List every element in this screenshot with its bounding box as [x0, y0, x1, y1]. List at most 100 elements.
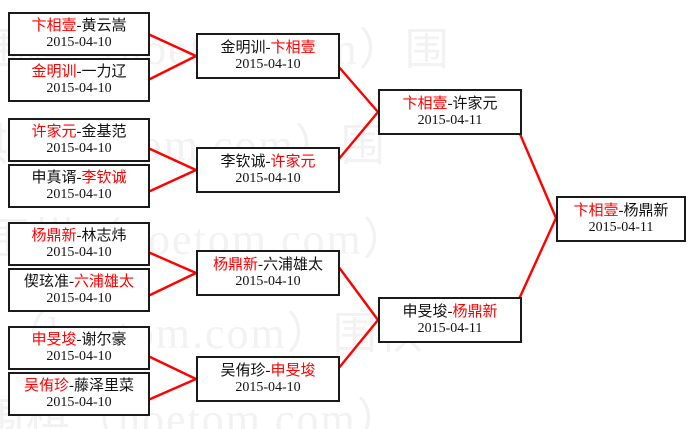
match-players: 杨鼎新-林志炜	[31, 228, 126, 245]
match-date: 2015-04-10	[46, 244, 112, 260]
match-players: 申旻埈-杨鼎新	[402, 304, 497, 321]
match-date: 2015-04-10	[46, 394, 112, 410]
player-separator: -	[258, 256, 263, 273]
connector-group-round1	[146, 32, 198, 402]
connector-r2m1-to-sf1	[336, 64, 380, 114]
player-winner: 金明训	[31, 63, 77, 80]
player-separator: -	[265, 153, 271, 170]
match-date: 2015-04-10	[46, 348, 112, 364]
player-separator: -	[76, 227, 82, 244]
match-players: 卞相壹-黄云嵩	[31, 18, 126, 35]
match-box-r2m4[interactable]: 吴侑珍-申旻埈 2015-04-10	[196, 356, 340, 402]
match-date: 2015-04-10	[235, 170, 301, 186]
player-loser: 吴侑珍	[220, 362, 266, 379]
match-box-r1m4[interactable]: 申真谞-李钦诚 2015-04-10	[8, 164, 150, 208]
match-box-r1m7[interactable]: 申旻埈-谢尔豪 2015-04-10	[8, 326, 150, 370]
connector-r1m7-to-r2m4	[146, 354, 198, 381]
connector-r1m4-to-r2m2	[146, 168, 198, 194]
match-date: 2015-04-11	[417, 320, 483, 336]
player-loser: 一力辽	[81, 63, 127, 80]
player-winner: 六浦雄太	[74, 273, 135, 290]
player-winner: 许家元	[270, 153, 316, 170]
player-winner: 李钦诚	[81, 169, 127, 186]
match-box-r1m3[interactable]: 许家元-金基范 2015-04-10	[8, 118, 150, 162]
match-box-sf2[interactable]: 申旻埈-杨鼎新 2015-04-11	[378, 297, 522, 343]
match-box-r1m1[interactable]: 卞相壹-黄云嵩 2015-04-10	[8, 12, 150, 56]
match-players: 许家元-金基范	[31, 124, 126, 141]
player-loser: 六浦雄太	[263, 256, 324, 273]
match-date: 2015-04-10	[235, 379, 301, 395]
player-loser: 谢尔豪	[81, 331, 127, 348]
match-date: 2015-04-11	[417, 112, 483, 128]
match-players: 卞相壹-许家元	[402, 96, 497, 113]
player-loser: 藤泽里菜	[74, 377, 135, 394]
player-separator: -	[265, 39, 271, 56]
connector-r1m2-to-r2m1	[146, 54, 198, 82]
match-players: 李钦诚-许家元	[220, 154, 315, 171]
player-loser: 许家元	[452, 95, 498, 112]
player-loser: 偰玹准	[23, 273, 69, 290]
match-box-r2m2[interactable]: 李钦诚-许家元 2015-04-10	[196, 147, 340, 193]
player-winner: 杨鼎新	[212, 256, 258, 273]
connector-group-semifinal	[512, 118, 558, 312]
match-date: 2015-04-10	[235, 56, 301, 72]
player-loser: 李钦诚	[220, 153, 266, 170]
match-date: 2015-04-11	[588, 219, 654, 235]
player-winner: 杨鼎新	[452, 303, 498, 320]
player-winner: 申旻埈	[31, 331, 77, 348]
match-box-r1m6[interactable]: 偰玹准-六浦雄太 2015-04-10	[8, 268, 150, 312]
player-loser: 金明训	[220, 39, 266, 56]
player-separator: -	[447, 303, 453, 320]
connector-r1m5-to-r2m3	[146, 250, 198, 275]
match-players: 金明训-卞相壹	[220, 40, 315, 57]
player-loser: 金基范	[81, 123, 127, 140]
match-players: 申旻埈-谢尔豪	[31, 332, 126, 349]
player-separator: -	[76, 331, 82, 348]
match-players: 卞相壹-杨鼎新	[573, 203, 668, 220]
connector-r2m3-to-sf2	[336, 264, 380, 322]
match-box-r2m1[interactable]: 金明训-卞相壹 2015-04-10	[196, 33, 340, 79]
player-loser: 林志炜	[81, 227, 127, 244]
player-separator: -	[447, 95, 453, 112]
match-date: 2015-04-10	[46, 80, 112, 96]
connector-r1m1-to-r2m1	[146, 32, 198, 58]
match-box-sf1[interactable]: 卞相壹-许家元 2015-04-11	[378, 89, 522, 135]
player-loser: 申真谞	[31, 169, 77, 186]
player-separator: -	[69, 273, 74, 290]
player-winner: 卞相壹	[270, 39, 316, 56]
match-box-r2m3[interactable]: 杨鼎新-六浦雄太 2015-04-10	[196, 250, 340, 296]
match-date: 2015-04-10	[235, 273, 301, 289]
player-separator: -	[76, 63, 82, 80]
match-box-r1m5[interactable]: 杨鼎新-林志炜 2015-04-10	[8, 222, 150, 266]
player-winner: 申旻埈	[270, 362, 316, 379]
match-players: 吴侑珍-藤泽里菜	[24, 378, 134, 395]
player-loser: 黄云嵩	[81, 17, 127, 34]
match-date: 2015-04-10	[46, 34, 112, 50]
player-separator: -	[69, 377, 74, 394]
match-date: 2015-04-10	[46, 290, 112, 306]
player-winner: 卞相壹	[31, 17, 77, 34]
player-winner: 卞相壹	[573, 202, 619, 219]
player-separator: -	[76, 123, 82, 140]
connector-r1m6-to-r2m3	[146, 271, 198, 298]
match-date: 2015-04-10	[46, 140, 112, 156]
player-winner: 卞相壹	[402, 95, 448, 112]
connector-group-round2	[336, 64, 380, 371]
player-winner: 吴侑珍	[23, 377, 69, 394]
connector-r2m2-to-sf1	[336, 110, 380, 162]
player-separator: -	[76, 169, 82, 186]
match-box-r1m8[interactable]: 吴侑珍-藤泽里菜 2015-04-10	[8, 372, 150, 416]
match-box-final[interactable]: 卞相壹-杨鼎新 2015-04-11	[556, 196, 686, 242]
connector-r2m4-to-sf2	[336, 318, 380, 371]
match-players: 吴侑珍-申旻埈	[220, 363, 315, 380]
player-separator: -	[618, 202, 624, 219]
match-players: 金明训-一力辽	[31, 64, 126, 81]
player-separator: -	[76, 17, 82, 34]
match-players: 杨鼎新-六浦雄太	[213, 257, 323, 274]
match-box-r1m2[interactable]: 金明训-一力辽 2015-04-10	[8, 58, 150, 102]
match-date: 2015-04-10	[46, 186, 112, 202]
match-players: 申真谞-李钦诚	[31, 170, 126, 187]
player-winner: 许家元	[31, 123, 77, 140]
player-winner: 杨鼎新	[31, 227, 77, 244]
